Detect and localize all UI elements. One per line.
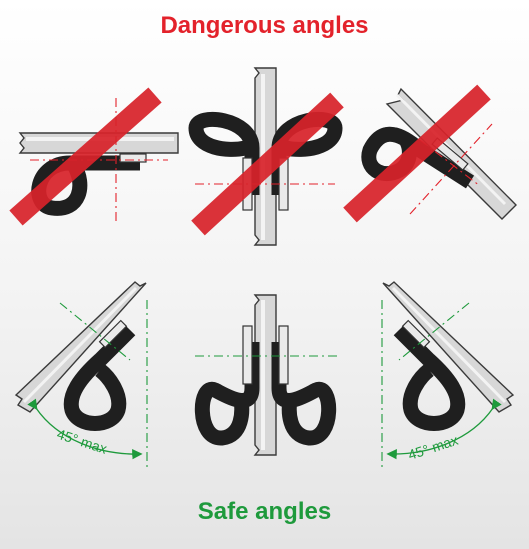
hose-clamp	[242, 325, 253, 385]
prohibited-slash	[191, 92, 344, 236]
prohibited-slash	[343, 84, 491, 223]
danger-diagram-vertical	[188, 67, 344, 246]
hose-loop-right	[271, 111, 343, 195]
safe-diagram-left: 45° max	[14, 281, 148, 468]
prohibited-slash	[9, 87, 162, 226]
safe-diagram-right: 45° max	[381, 281, 515, 468]
panel-plate	[14, 281, 147, 413]
hose-loop	[31, 155, 140, 216]
hose-clamp	[278, 325, 289, 385]
hose-loop-right	[271, 342, 337, 446]
hose-clamp	[119, 153, 147, 163]
hose-loop-left	[194, 342, 260, 446]
danger-diagram-diagonal	[343, 84, 517, 223]
hose-loop-left	[188, 111, 260, 195]
panel-plate	[382, 281, 515, 413]
angle-arrow-right	[386, 398, 502, 460]
danger-diagram-horizontal	[9, 87, 179, 226]
angle-arrow-left	[27, 398, 143, 460]
panel-plate	[253, 294, 277, 456]
safe-diagram-middle	[194, 294, 338, 456]
dangerous-angles-title: Dangerous angles	[160, 12, 369, 39]
safe-angles-title: Safe angles	[197, 498, 332, 525]
hose-clamp	[278, 157, 289, 211]
angle-label-right: 45° max	[406, 432, 460, 463]
